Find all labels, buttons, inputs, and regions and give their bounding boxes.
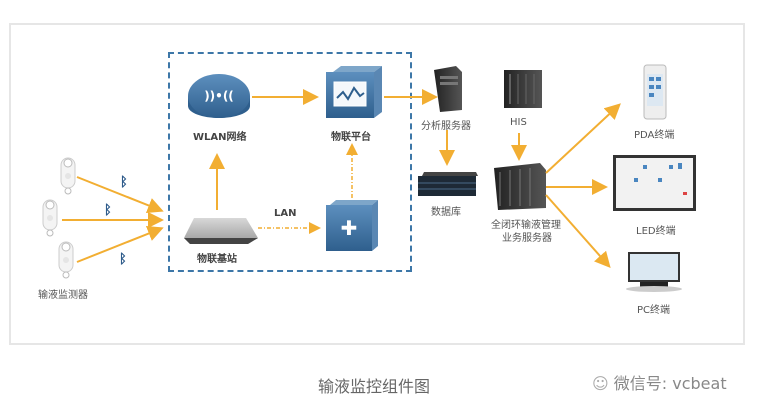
iot-platform-icon — [326, 66, 382, 118]
analysis-server-icon — [434, 66, 462, 112]
lan-label: LAN — [274, 208, 297, 219]
database-label: 数据库 — [431, 207, 461, 218]
arrow-business-to-pc — [545, 194, 611, 268]
svg-text:✚: ✚ — [341, 216, 358, 240]
wlan-label: WLAN网络 — [193, 132, 247, 143]
pda-icon — [643, 64, 667, 120]
business-server-label-line2: 业务服务器 — [502, 233, 552, 244]
database-icon — [418, 172, 478, 196]
wechat-icon: ☺ — [592, 374, 614, 393]
monitors-label: 输液监测器 — [38, 290, 88, 301]
analysis-server-label: 分析服务器 — [421, 121, 471, 132]
business-server-label-line1: 全闭环输液管理 — [491, 220, 561, 231]
bluetooth-icon: ᛒ — [119, 252, 127, 267]
infusion-monitor-icon — [58, 241, 74, 279]
pc-monitor-icon — [626, 252, 682, 292]
wlan-icon: ))•(( — [188, 74, 250, 118]
his-server-icon — [504, 70, 542, 108]
base-station-icon — [184, 218, 258, 244]
infusion-monitor-icon — [60, 157, 76, 195]
arrow-business-to-pda — [545, 103, 621, 174]
led-label: LED终端 — [636, 226, 676, 237]
svg-text:))•((: ))•(( — [204, 89, 234, 103]
business-server-icon — [494, 163, 546, 210]
watermark-text: 微信号: vcbeat — [613, 374, 727, 393]
infusion-monitor-icon — [42, 199, 58, 237]
watermark: ☺ 微信号: vcbeat — [592, 370, 727, 394]
arrow-monitor-to-base — [76, 176, 164, 214]
lan-switch-icon: ✚ — [326, 200, 378, 251]
arrow-monitor-to-base — [76, 225, 164, 263]
led-screen-icon — [613, 155, 696, 211]
bluetooth-icon: ᛒ — [104, 203, 112, 218]
base-station-label: 物联基站 — [197, 254, 237, 265]
iot-boundary-box — [168, 52, 412, 272]
diagram-caption: 输液监控组件图 — [318, 377, 431, 396]
his-label: HIS — [510, 117, 527, 128]
pc-label: PC终端 — [637, 305, 671, 316]
iot-platform-label: 物联平台 — [331, 132, 371, 143]
bluetooth-icon: ᛒ — [120, 175, 128, 190]
pda-label: PDA终端 — [634, 130, 675, 141]
